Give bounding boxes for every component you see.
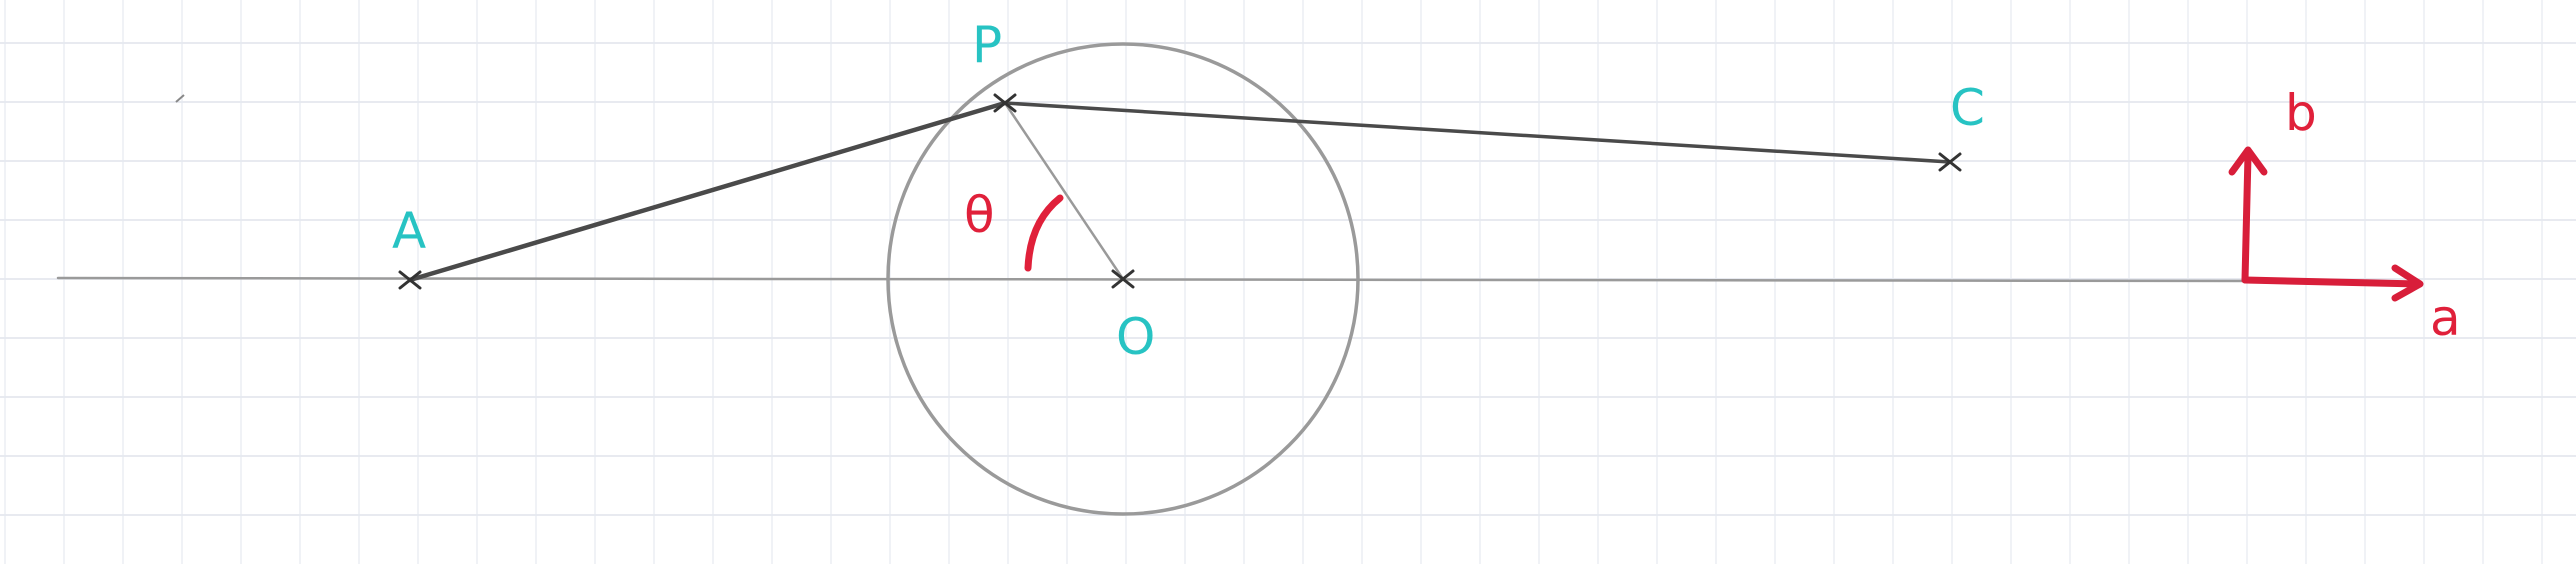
label-a: A (392, 202, 426, 260)
label-c: C (1950, 79, 1985, 137)
segment-ap (407, 100, 1008, 283)
radius-op (1003, 101, 1125, 281)
label-p: P (972, 16, 1002, 74)
axes-indicator (2228, 146, 2424, 302)
label-o: O (1116, 308, 1155, 366)
angle-arc (1024, 194, 1064, 272)
point-p-mark (993, 93, 1017, 113)
point-a-mark (398, 270, 422, 290)
point-c-mark (1938, 152, 1962, 172)
circle (886, 42, 1360, 516)
point-o-mark (1111, 269, 1135, 289)
axis-a-label: a (2430, 289, 2461, 347)
angle-theta-label: θ (964, 186, 995, 244)
segment-pc (1003, 101, 1952, 164)
baseline (56, 276, 2262, 283)
stray-mark (175, 94, 185, 103)
axis-b-label: b (2285, 84, 2317, 142)
